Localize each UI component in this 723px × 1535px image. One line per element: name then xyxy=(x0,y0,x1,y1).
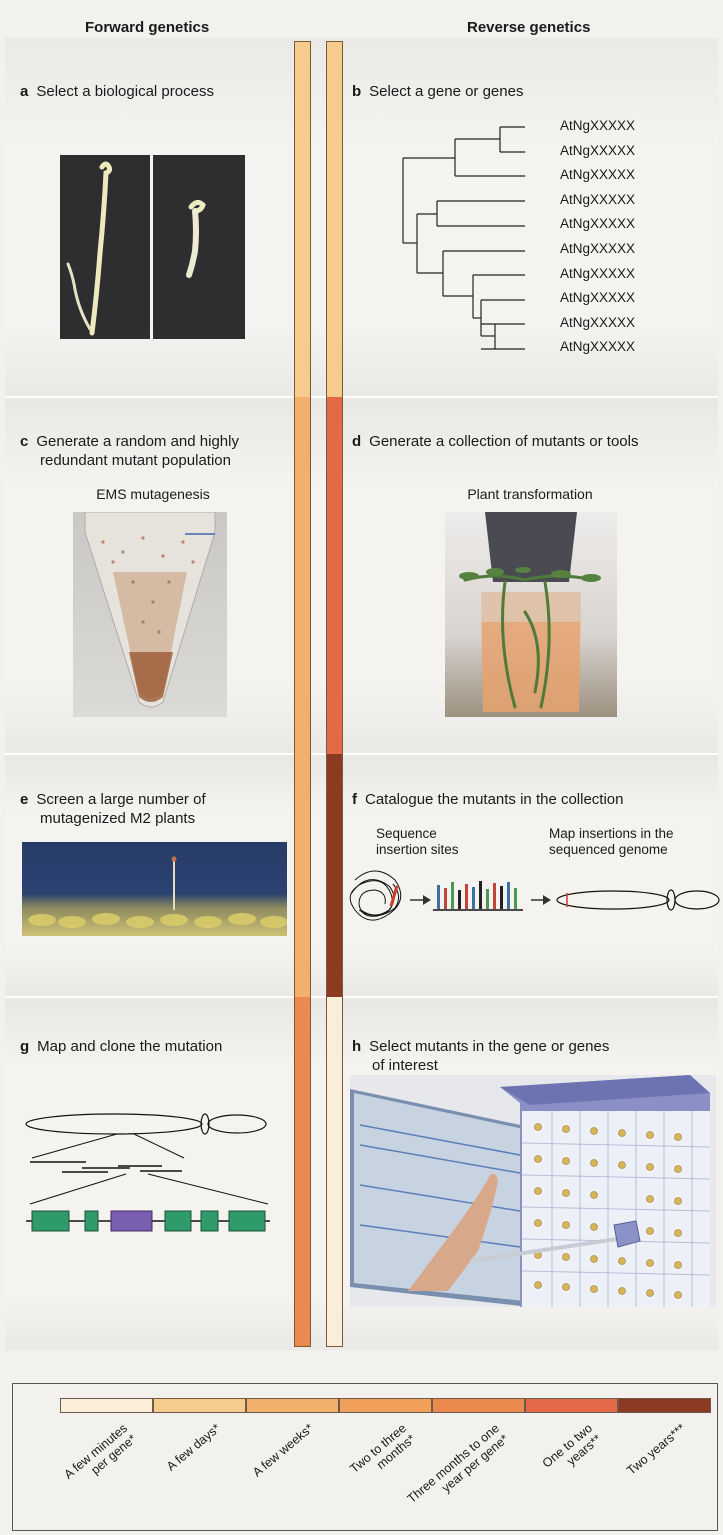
forward-timeline-segment-c xyxy=(295,397,310,754)
step-h-label-line2: of interest xyxy=(372,1056,438,1075)
ems-mutagenesis-caption: EMS mutagenesis xyxy=(73,486,233,502)
step-e-label-line2: mutagenized M2 plants xyxy=(40,809,195,828)
wildtype-seedling-photo xyxy=(60,155,150,339)
row-separator xyxy=(5,396,718,398)
forward-genetics-header: Forward genetics xyxy=(85,19,209,36)
gene-id-label: AtNgXXXXX xyxy=(560,143,635,168)
gene-id-label: AtNgXXXXX xyxy=(560,290,635,315)
legend-color-swatch xyxy=(525,1398,618,1413)
m2-screen-photo xyxy=(22,842,287,936)
forward-timeline-bar xyxy=(294,41,311,1347)
reverse-genetics-header: Reverse genetics xyxy=(467,19,590,36)
gene-id-label: AtNgXXXXX xyxy=(560,266,635,291)
gene-tree xyxy=(395,116,525,362)
row-separator xyxy=(5,996,718,998)
reverse-timeline-segment-b xyxy=(327,42,342,397)
insertion-mapping-diagram xyxy=(345,860,720,940)
legend-color-swatch xyxy=(618,1398,711,1413)
forward-timeline-segment-a xyxy=(295,42,310,397)
row-separator xyxy=(5,753,718,755)
legend-color-swatch xyxy=(339,1398,432,1413)
plant-transformation-caption: Plant transformation xyxy=(440,486,620,502)
map-clone-diagram xyxy=(22,1080,292,1250)
gene-id-label: AtNgXXXXX xyxy=(560,118,635,143)
ems-tube-photo xyxy=(73,512,227,717)
gene-id-label: AtNgXXXXX xyxy=(560,167,635,192)
gene-id-label: AtNgXXXXX xyxy=(560,315,635,340)
gene-id-label: AtNgXXXXX xyxy=(560,241,635,266)
gene-id-label: AtNgXXXXX xyxy=(560,339,635,364)
legend-color-swatch xyxy=(246,1398,339,1413)
gene-id-label: AtNgXXXXX xyxy=(560,192,635,217)
reverse-timeline-segment-d xyxy=(327,397,342,754)
legend-color-swatch xyxy=(153,1398,246,1413)
mutant-seedling-photo xyxy=(153,155,245,339)
legend-color-swatch xyxy=(432,1398,525,1413)
reverse-timeline-bar xyxy=(326,41,343,1347)
forward-timeline-segment-e xyxy=(295,754,310,997)
gene-id-label: AtNgXXXXX xyxy=(560,216,635,241)
plant-transformation-photo xyxy=(445,512,617,717)
reverse-timeline-segment-h xyxy=(327,997,342,1346)
reverse-timeline-segment-f xyxy=(327,754,342,997)
step-c-label-line2: redundant mutant population xyxy=(40,451,231,470)
database-selection-photo xyxy=(350,1075,716,1307)
legend-color-swatch xyxy=(60,1398,153,1413)
gene-tree-leaf-labels: AtNgXXXXX AtNgXXXXX AtNgXXXXX AtNgXXXXX … xyxy=(560,118,635,364)
forward-timeline-segment-g xyxy=(295,997,310,1346)
